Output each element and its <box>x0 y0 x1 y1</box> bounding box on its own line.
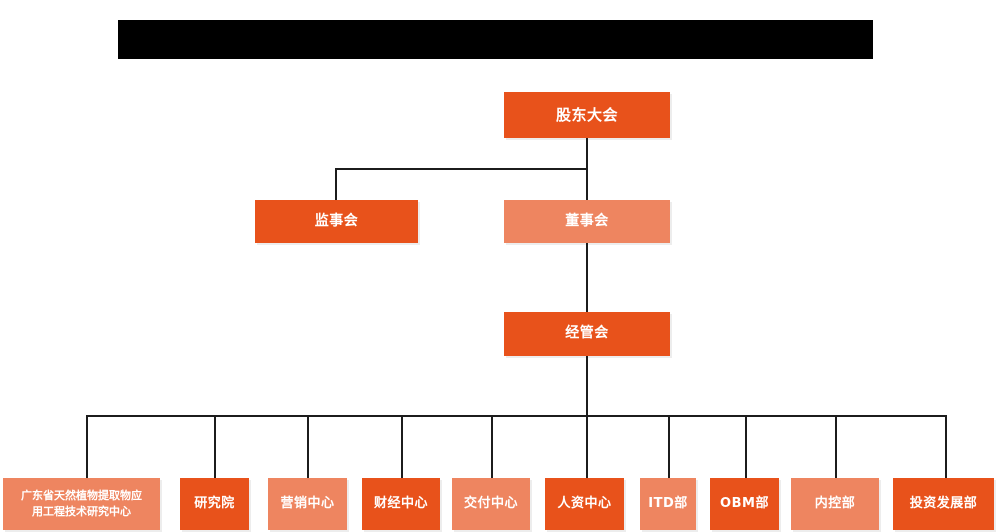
connector-department-bus <box>87 415 946 417</box>
list-item[interactable]: 财经中心 <box>362 478 440 530</box>
list-item[interactable]: 内控部 <box>791 478 879 530</box>
list-item[interactable]: 交付中心 <box>452 478 530 530</box>
department-label: 研究院 <box>194 496 235 512</box>
department-label: ITD部 <box>648 496 688 512</box>
connector-department-drop-1 <box>86 415 88 478</box>
connector-supervisors-bus <box>336 168 588 170</box>
department-label: 交付中心 <box>463 496 518 512</box>
node-board-of-supervisors-label: 监事会 <box>314 212 359 229</box>
department-label: 财经中心 <box>373 496 428 512</box>
department-label: 营销中心 <box>280 496 335 512</box>
connector-department-drop-9 <box>835 415 837 478</box>
node-shareholders-meeting-label: 股东大会 <box>555 105 618 124</box>
list-item[interactable]: 研究院 <box>180 478 249 530</box>
node-board-of-directors[interactable]: 董事会 <box>504 200 670 243</box>
connector-department-drop-5 <box>491 415 493 478</box>
node-management-committee[interactable]: 经管会 <box>504 312 670 356</box>
list-item[interactable]: OBM部 <box>710 478 779 530</box>
node-management-committee-label: 经管会 <box>565 325 609 342</box>
list-item[interactable]: 广东省天然植物提取物应 用工程技术研究中心 <box>3 478 160 530</box>
connector-department-drop-8 <box>745 415 747 478</box>
department-label: 人资中心 <box>557 496 612 512</box>
node-board-of-supervisors[interactable]: 监事会 <box>255 200 418 243</box>
connector-department-drop-2 <box>214 415 216 478</box>
connector-department-drop-4 <box>401 415 403 478</box>
connector-department-drop-3 <box>307 415 309 478</box>
connector-management-drop <box>586 356 588 416</box>
redacted-title-banner <box>118 20 873 59</box>
department-label-line2: 用工程技术研究中心 <box>32 505 131 518</box>
list-item[interactable]: 人资中心 <box>545 478 624 530</box>
connector-department-drop-10 <box>945 415 947 478</box>
list-item[interactable]: 营销中心 <box>268 478 347 530</box>
connector-directors-to-management <box>586 243 588 312</box>
node-board-of-directors-label: 董事会 <box>565 212 609 229</box>
connector-shareholders-drop <box>586 138 588 169</box>
connector-department-drop-7 <box>668 415 670 478</box>
department-label: OBM部 <box>720 496 769 512</box>
connector-supervisors-drop <box>335 168 337 201</box>
department-label: 投资发展部 <box>909 496 978 512</box>
list-item[interactable]: 投资发展部 <box>893 478 994 530</box>
connector-directors-drop <box>586 168 588 201</box>
connector-department-drop-6 <box>586 415 588 478</box>
department-label: 内控部 <box>814 496 856 512</box>
node-shareholders-meeting[interactable]: 股东大会 <box>504 92 670 138</box>
list-item[interactable]: ITD部 <box>640 478 696 530</box>
department-label-line1: 广东省天然植物提取物应 <box>21 489 142 503</box>
